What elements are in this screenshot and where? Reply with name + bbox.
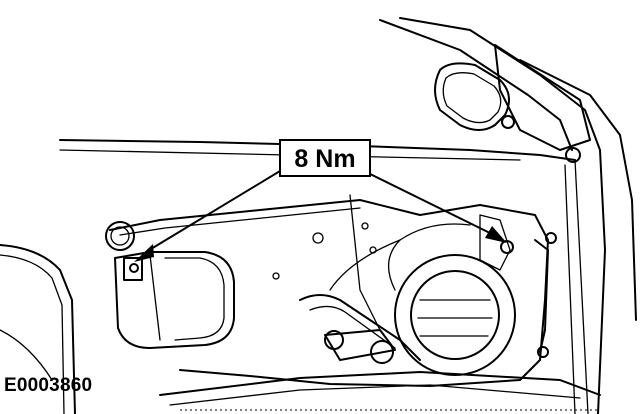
- handle-recess: [114, 251, 235, 349]
- inner-door-panel: [105, 194, 549, 387]
- callout-arrows: [134, 167, 507, 262]
- window-regulator: [299, 214, 557, 364]
- arrow-head-left: [134, 244, 154, 262]
- mirror-housing: [434, 44, 591, 163]
- lower-left-panel: [0, 244, 76, 414]
- speaker-housing: [329, 223, 516, 376]
- door-sill: [159, 371, 601, 411]
- arrow-head-right: [485, 226, 507, 243]
- torque-callout: 8 Nm: [279, 139, 371, 177]
- torque-label: 8 Nm: [294, 145, 355, 173]
- window-frame: [59, 17, 637, 414]
- figure-code: E0003860: [4, 375, 93, 396]
